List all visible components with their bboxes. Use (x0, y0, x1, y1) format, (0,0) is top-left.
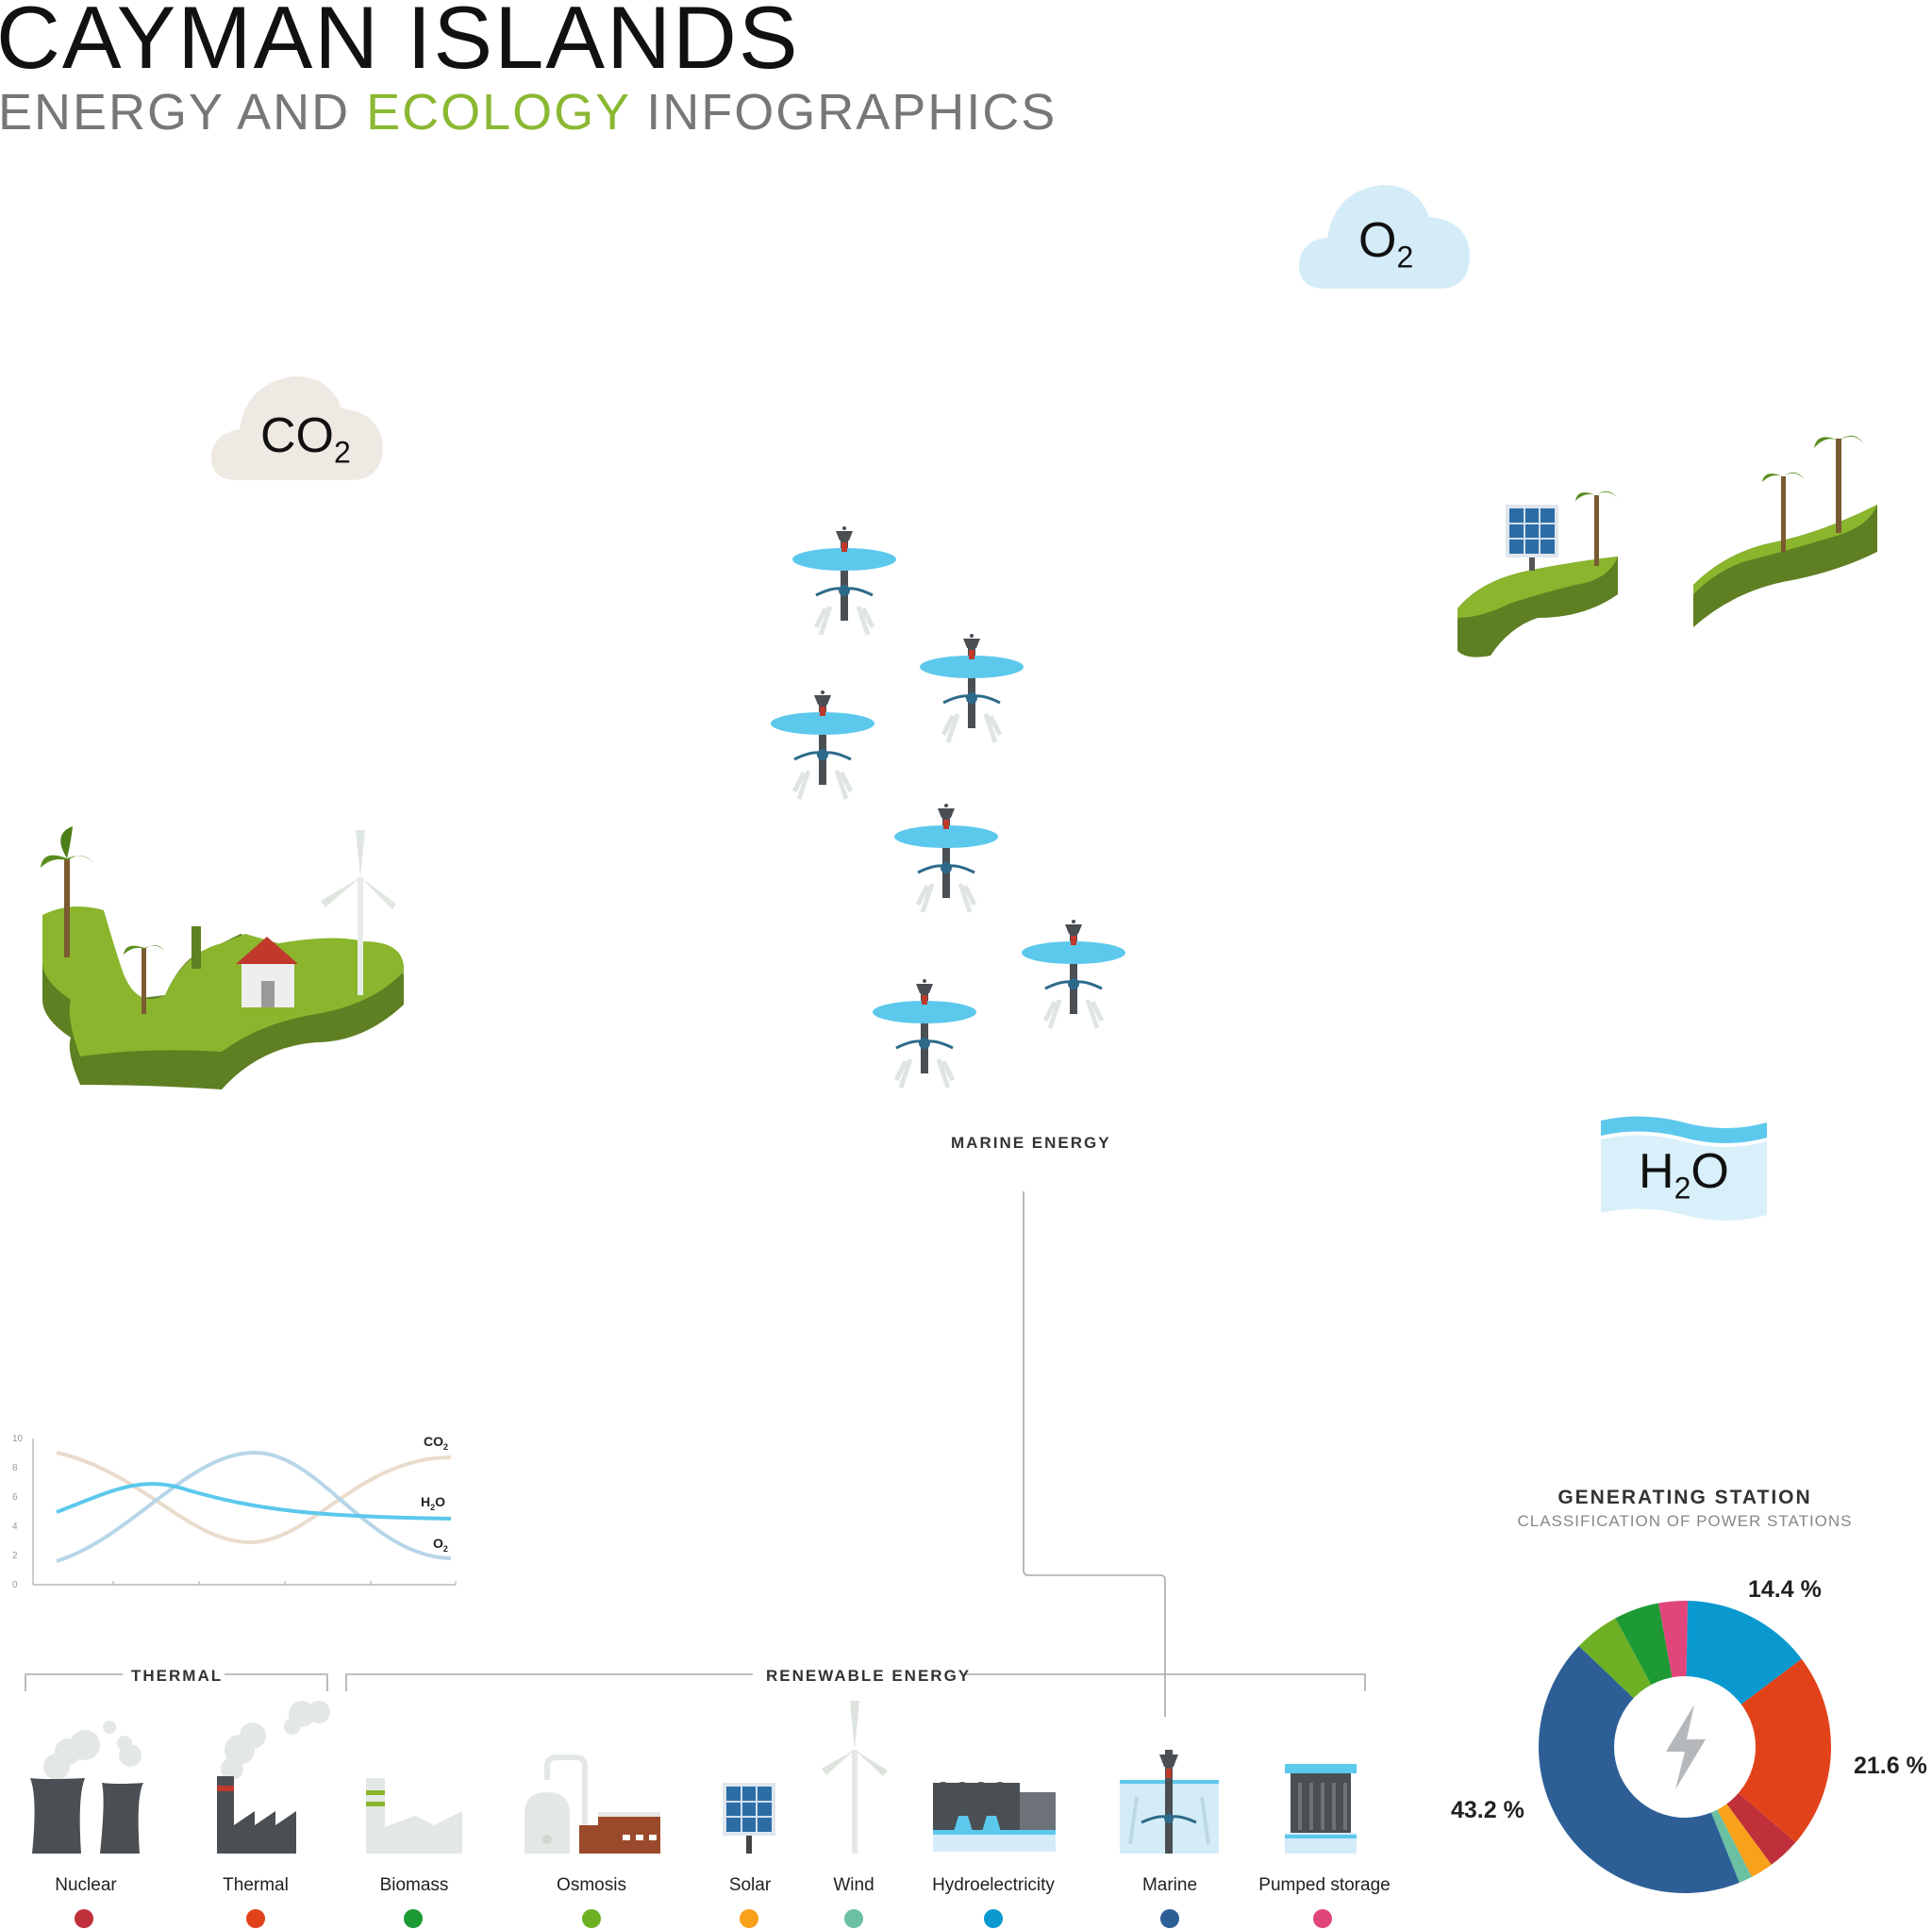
category-label-thermal: Thermal (223, 1875, 289, 1895)
subtitle-part1: ENERGY AND (0, 84, 367, 141)
osmosis-plant-icon (525, 1754, 660, 1854)
o2-label: O2 (1358, 213, 1414, 274)
donut-slice-thermal (1685, 1658, 1831, 1843)
marine-turbine-icon (873, 979, 976, 1088)
connector-lines (1023, 1191, 1166, 1717)
slice-label-hydroelectricity: 14.4 % (1748, 1576, 1822, 1603)
marine-turbine-icon (771, 690, 874, 799)
legend-dot-solar (740, 1909, 758, 1928)
nuclear-plant-icon (30, 1721, 143, 1854)
legend-dot-hydroelectricity (984, 1909, 1003, 1928)
legend-dot-biomass (404, 1909, 423, 1928)
category-label-hydroelectricity: Hydroelectricity (932, 1875, 1055, 1895)
legend-dot-marine (1160, 1909, 1179, 1928)
slice-label-marine: 43.2 % (1451, 1797, 1524, 1823)
generating-station-title: GENERATING STATION (1557, 1487, 1812, 1508)
category-icons (30, 1701, 1357, 1854)
marine-turbine-icon (894, 804, 998, 912)
o2-series-label: O2 (433, 1536, 448, 1554)
legend-dot-nuclear (75, 1909, 93, 1928)
marine-energy-label: MARINE ENERGY (951, 1134, 1111, 1152)
subtitle-part3: INFOGRAPHICS (630, 84, 1058, 141)
thermal-factory-icon (217, 1701, 330, 1854)
slice-label-thermal: 21.6 % (1854, 1753, 1927, 1779)
wind-turbine-icon (822, 1701, 888, 1854)
h2o-series-label: H2O (421, 1494, 446, 1512)
marine-turbine-icon (1120, 1750, 1219, 1854)
co2-cloud-icon (210, 376, 383, 480)
island-house-illustration (41, 826, 405, 1089)
marine-turbines-illustration (759, 514, 1137, 1089)
hydro-dam-icon (933, 1782, 1056, 1852)
renewable-group-label: RENEWABLE ENERGY (766, 1667, 972, 1685)
legend-dot-thermal (246, 1909, 265, 1928)
page-subtitle: ENERGY AND ECOLOGY INFOGRAPHICS (0, 83, 1057, 141)
subtitle-ecology: ECOLOGY (366, 84, 631, 141)
group-brackets (25, 1673, 1366, 1691)
lightning-icon (1666, 1705, 1706, 1789)
biomass-plant-icon (366, 1778, 462, 1854)
category-label-nuclear: Nuclear (55, 1875, 117, 1895)
h2o-series-line (56, 1482, 452, 1521)
category-label-biomass: Biomass (379, 1875, 449, 1895)
y-tick-label: 6 (12, 1492, 18, 1503)
category-label-osmosis: Osmosis (557, 1875, 626, 1895)
y-tick-label: 10 (12, 1434, 24, 1444)
generating-station-donut-chart (1538, 1601, 1831, 1893)
marine-turbine-icon (792, 526, 896, 635)
island-solar-illustration (1457, 435, 1877, 657)
legend-dot-wind (844, 1909, 863, 1928)
h2o-label: H2O (1639, 1144, 1729, 1206)
solar-panel-icon (723, 1783, 775, 1854)
generating-station-subtitle: CLASSIFICATION OF POWER STATIONS (1517, 1512, 1853, 1530)
category-label-marine: Marine (1141, 1875, 1198, 1895)
o2-cloud-icon (1298, 185, 1470, 289)
legend-dot-pumped-storage (1313, 1909, 1332, 1928)
y-tick-label: 0 (12, 1580, 18, 1590)
o2-series-line (56, 1450, 452, 1563)
page-title: CAYMAN ISLANDS (0, 0, 800, 87)
category-label-solar: Solar (728, 1875, 772, 1895)
marine-turbine-icon (1022, 920, 1125, 1028)
co2-series-label: CO2 (424, 1434, 449, 1452)
line-chart (32, 1438, 457, 1586)
pumped-storage-icon (1285, 1764, 1357, 1854)
co2-series-line (56, 1451, 452, 1545)
y-tick-label: 8 (12, 1463, 18, 1473)
h2o-water-icon (1601, 1116, 1767, 1221)
thermal-group-label: THERMAL (131, 1667, 224, 1685)
y-tick-label: 2 (12, 1551, 18, 1561)
category-label-pumped-storage: Pumped storage (1258, 1875, 1391, 1895)
marine-turbine-icon (920, 634, 1024, 742)
co2-label: CO2 (260, 408, 351, 470)
category-label-wind: Wind (833, 1875, 874, 1895)
y-tick-label: 4 (12, 1522, 18, 1532)
legend-dot-osmosis (582, 1909, 601, 1928)
